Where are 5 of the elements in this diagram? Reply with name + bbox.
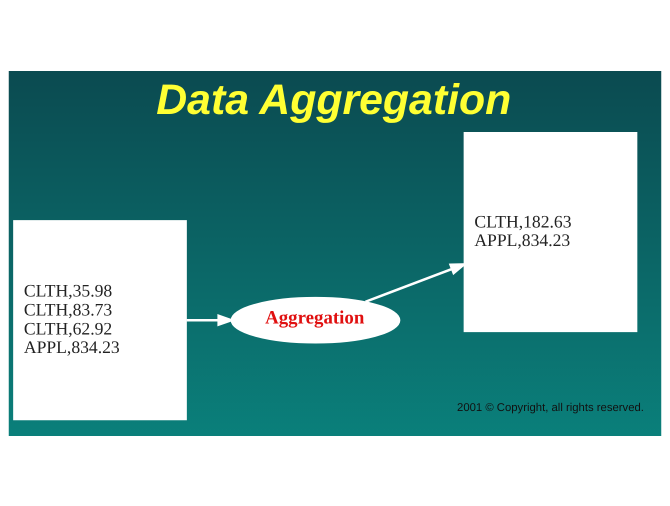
node-box: CLTH,35.98 CLTH,83.73 CLTH,62.92 APPL,834.23 <box>13 220 187 420</box>
node-box: CLTH,182.63 APPL,834.23 <box>464 132 638 332</box>
caption: 2001 © Copyright, all rights reserved. <box>457 402 644 414</box>
node-ellipse: Aggregation <box>230 296 400 343</box>
diagram-title: Data Aggregation <box>156 76 512 124</box>
